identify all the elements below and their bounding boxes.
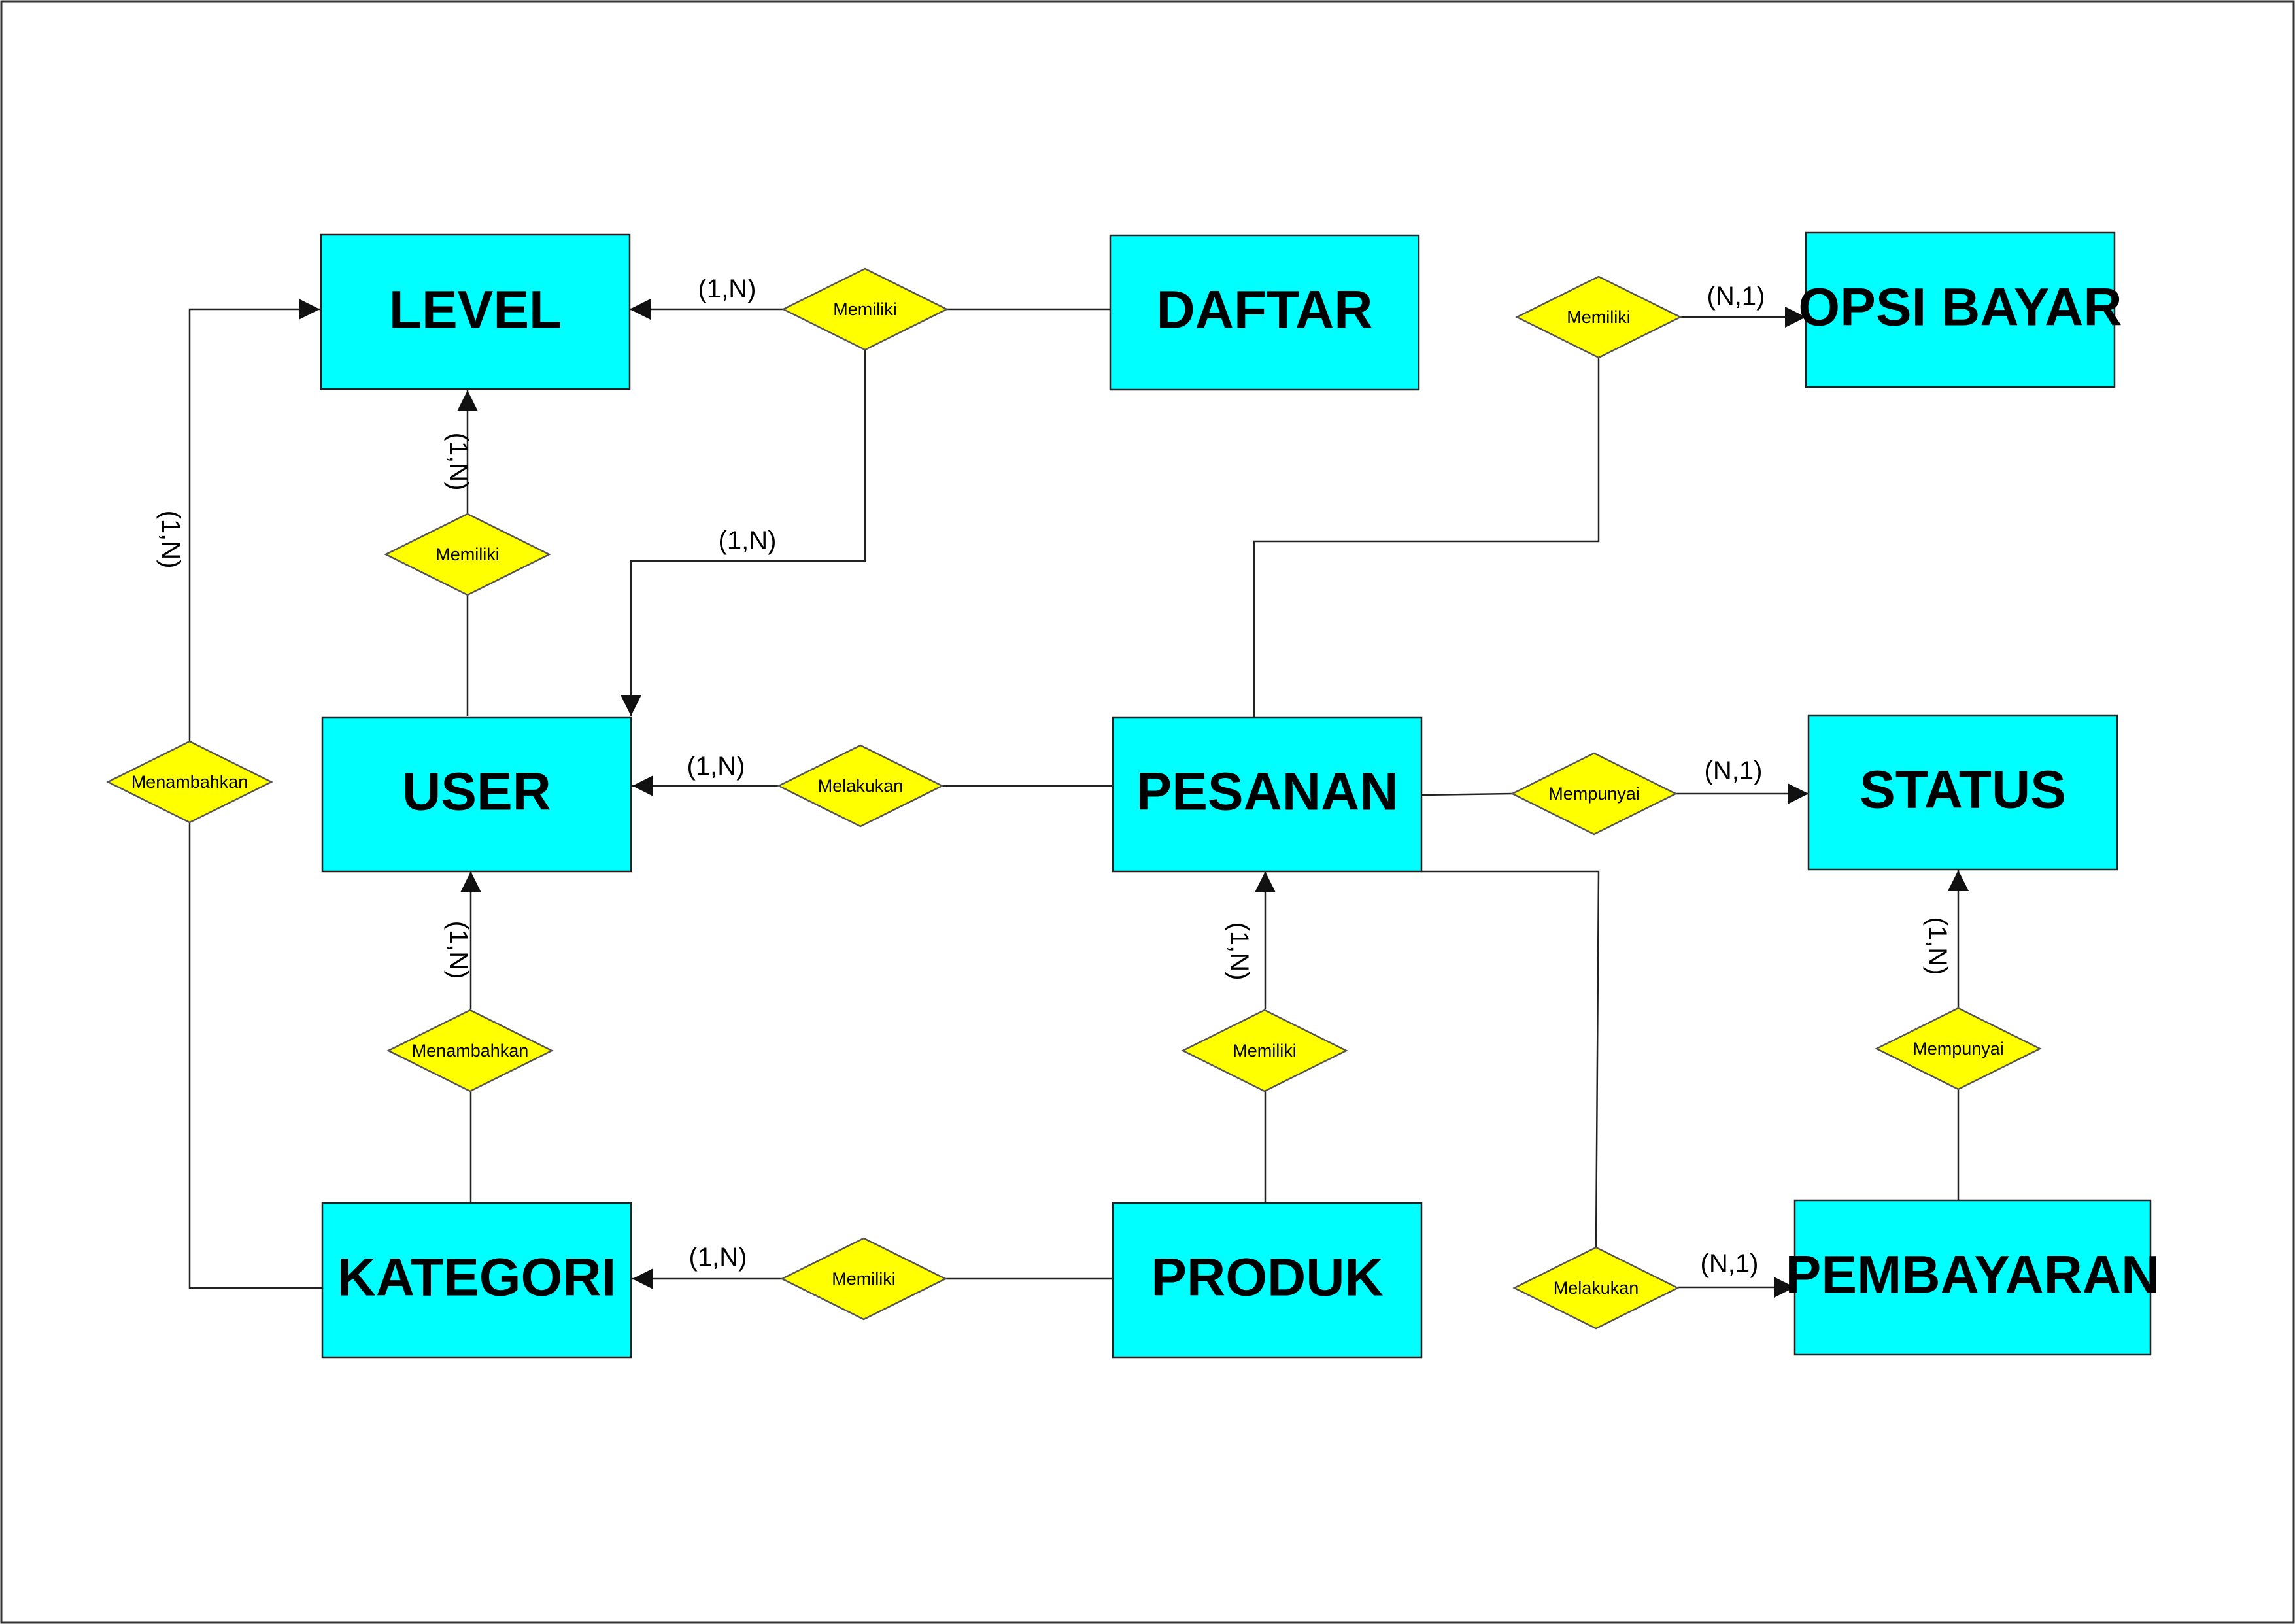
card-pesanan-user: (1,N)	[687, 752, 745, 781]
entity-pesanan-label: PESANAN	[1136, 762, 1399, 822]
card-kategori-user: (1,N)	[444, 921, 473, 979]
rel-produk-pesanan-label: Memiliki	[1232, 1041, 1297, 1060]
entity-pembayaran-label: PEMBAYARAN	[1786, 1245, 2160, 1305]
rel-pesanan-user-label: Melakukan	[818, 776, 904, 796]
connectors	[188, 299, 1969, 1298]
entity-produk[interactable]: PRODUK	[1112, 1202, 1423, 1359]
edge-pesanan-to-melakukan-bayar	[1421, 870, 1600, 1248]
entity-level-label: LEVEL	[389, 280, 562, 340]
edge-pesanan-to-mempunyai	[1420, 792, 1513, 796]
entity-produk-label: PRODUK	[1151, 1248, 1383, 1308]
edge-menambahkan-to-level	[188, 299, 320, 741]
rel-daftar-level[interactable]: Memiliki	[781, 267, 949, 351]
cardinalities: (1,N) (1,N) (N,1) (1,N) (N,1) (1,N) (N,1…	[156, 275, 1952, 1278]
rel-pesanan-opsi[interactable]: Memiliki	[1515, 275, 1682, 359]
entity-kategori[interactable]: KATEGORI	[321, 1202, 632, 1359]
entity-kategori-label: KATEGORI	[337, 1248, 617, 1308]
edge-pesanan-to-memiliki-opsi	[1253, 357, 1600, 717]
entity-opsi-bayar[interactable]: OPSI BAYAR	[1798, 231, 2122, 388]
card-user-level: (1,N)	[444, 433, 473, 491]
rel-pesanan-user[interactable]: Melakukan	[777, 744, 944, 828]
rel-pembayaran-status[interactable]: Mempunyai	[1875, 1007, 2042, 1091]
rel-user-level-label: Memiliki	[435, 545, 500, 564]
entity-user[interactable]: USER	[321, 716, 632, 873]
card-pesanan-status: (N,1)	[1705, 756, 1763, 785]
rel-produk-pesanan[interactable]: Memiliki	[1181, 1009, 1348, 1092]
rel-pesanan-pembayaran[interactable]: Melakukan	[1512, 1246, 1680, 1330]
entity-opsi-bayar-label: OPSI BAYAR	[1798, 278, 2122, 337]
rel-kategori-user[interactable]: Menambahkan	[386, 1009, 554, 1092]
rel-pesanan-status-label: Mempunyai	[1548, 784, 1640, 804]
card-kategori-level: (1,N)	[156, 511, 185, 569]
entity-pembayaran[interactable]: PEMBAYARAN	[1786, 1199, 2160, 1356]
rel-pesanan-pembayaran-label: Melakukan	[1554, 1278, 1639, 1298]
rel-pesanan-opsi-label: Memiliki	[1567, 307, 1631, 327]
rel-produk-kategori[interactable]: Memiliki	[780, 1237, 947, 1321]
card-pesanan-opsi: (N,1)	[1707, 282, 1765, 311]
entity-status-label: STATUS	[1860, 760, 2066, 820]
entity-user-label: USER	[402, 762, 551, 822]
entity-daftar-label: DAFTAR	[1157, 280, 1373, 340]
rel-kategori-user-label: Menambahkan	[412, 1041, 529, 1060]
rel-daftar-level-label: Memiliki	[833, 299, 897, 319]
rel-pesanan-status[interactable]: Mempunyai	[1510, 752, 1678, 836]
entity-level[interactable]: LEVEL	[320, 233, 631, 390]
card-daftar-user: (1,N)	[719, 526, 777, 555]
edge-kategori-to-menambahkan	[188, 822, 322, 1289]
entity-status[interactable]: STATUS	[1807, 714, 2118, 871]
rel-kategori-level-label: Menambahkan	[131, 772, 248, 792]
card-pembayaran-status: (1,N)	[1923, 917, 1952, 975]
card-produk-kategori: (1,N)	[689, 1243, 747, 1272]
card-daftar-level: (1,N)	[698, 275, 756, 303]
entity-pesanan[interactable]: PESANAN	[1112, 716, 1423, 873]
rel-produk-kategori-label: Memiliki	[832, 1269, 896, 1289]
card-pesanan-pembayaran: (N,1)	[1701, 1249, 1759, 1278]
rel-kategori-level[interactable]: Menambahkan	[106, 740, 273, 824]
card-produk-pesanan: (1,N)	[1225, 922, 1253, 981]
rel-user-level[interactable]: Memiliki	[384, 513, 551, 596]
rel-pembayaran-status-label: Mempunyai	[1912, 1039, 2004, 1058]
entity-daftar[interactable]: DAFTAR	[1109, 234, 1420, 391]
edge-memiliki-to-user	[620, 350, 866, 716]
